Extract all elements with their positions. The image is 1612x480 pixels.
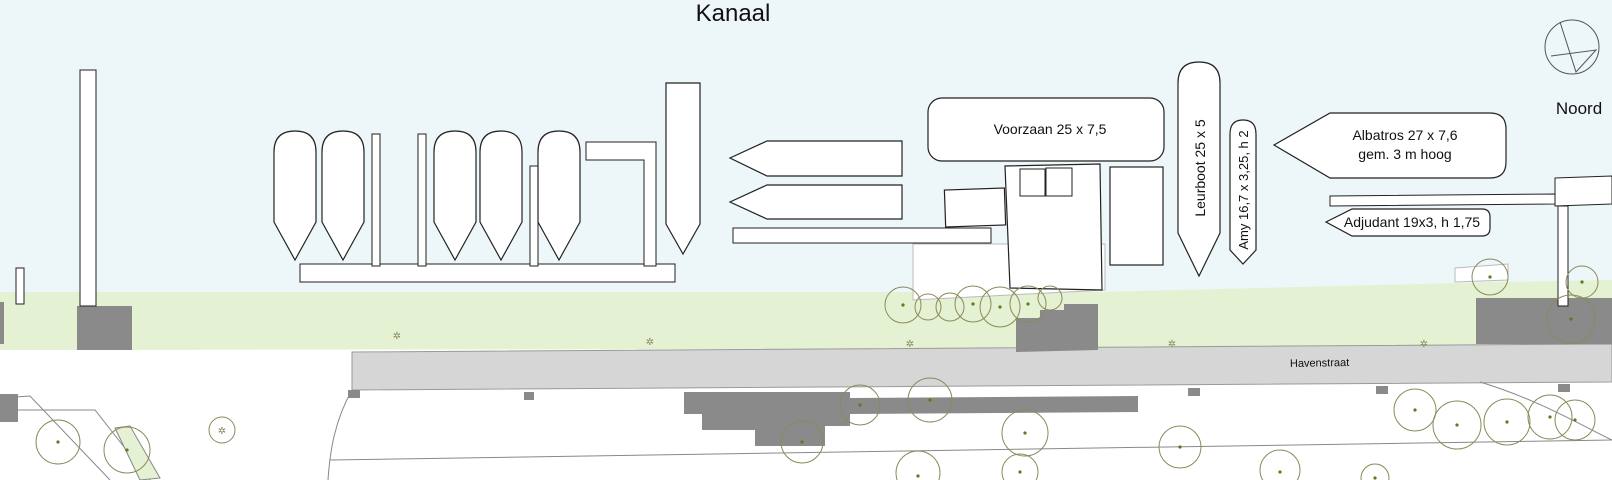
canal-title: Kanaal (696, 0, 771, 27)
quay-box (943, 187, 1007, 228)
vessel-albatros (1272, 112, 1507, 179)
tree-dots (901, 302, 1030, 309)
north-arrow-icon (1544, 19, 1600, 75)
north-label: Noord (1556, 99, 1602, 118)
grass-strip (0, 280, 1612, 350)
building (348, 390, 360, 398)
building (0, 302, 4, 344)
street-name: Havenstraat (1290, 357, 1350, 370)
vessel-leurboot-label: Leurboot 25 x 5 (1192, 119, 1208, 217)
svg-text:✲: ✲ (393, 331, 401, 342)
moored-boat (433, 130, 477, 262)
vessel-voorzaan (927, 97, 1165, 162)
jetty-pole (1557, 205, 1569, 307)
building (1476, 298, 1612, 344)
jetty-finger (529, 165, 539, 267)
lamp-markers: ✲ ✲ ✲ ✲ ✲ ✲ (218, 331, 1428, 437)
quay-window (1019, 168, 1046, 197)
road-edge-line (1479, 381, 1612, 441)
moored-boat-horizontal (728, 184, 903, 220)
building (1376, 386, 1388, 394)
jetty-pole (15, 267, 25, 305)
building (0, 394, 18, 422)
moored-boat (479, 130, 523, 262)
building (1188, 388, 1200, 396)
vessel-amy-label: Amy 16,7 x 3,25, h 2 (1236, 130, 1251, 249)
building (1558, 384, 1570, 392)
moored-boat (537, 130, 581, 262)
svg-text:✲: ✲ (218, 426, 226, 437)
havenstraat-road (351, 343, 1612, 391)
trees (35, 258, 1599, 480)
tree-dots (56, 275, 1584, 480)
vessel-adjudant-label: Adjudant 19x3, h 1,75 (1344, 214, 1480, 230)
svg-text:✲: ✲ (646, 337, 654, 348)
jetty-pier (1554, 175, 1612, 207)
moored-boat-vertical (665, 82, 701, 256)
quay-window (1045, 167, 1073, 197)
svg-text:✲: ✲ (1420, 339, 1428, 350)
jetty-pier (299, 263, 676, 283)
jetty-finger (371, 133, 381, 267)
road-edge-line (329, 439, 1612, 461)
vessel-albatros-label: Albatros 27 x 7,6 (1352, 127, 1457, 143)
road-edge-line (327, 389, 353, 480)
jetty-pole (79, 69, 97, 307)
jetty-l-shape (585, 141, 657, 267)
building (684, 392, 1138, 446)
jetty-finger (417, 133, 427, 267)
building (1016, 304, 1098, 352)
vessel-amy (1229, 119, 1257, 265)
vessel-albatros-label-height: gem. 3 m hoog (1358, 146, 1451, 162)
vessel-leurboot (1177, 61, 1221, 278)
moored-boat-horizontal (728, 140, 903, 177)
svg-text:✲: ✲ (906, 339, 914, 350)
moored-boat (321, 130, 365, 262)
quay-box (1109, 166, 1164, 266)
moored-boat (273, 130, 317, 262)
jetty-pier (732, 227, 992, 244)
svg-text:✲: ✲ (1168, 339, 1176, 350)
tree-cluster (884, 285, 1063, 328)
building (77, 306, 132, 350)
vessel-voorzaan-label: Voorzaan 25 x 7,5 (994, 121, 1107, 137)
vessel-adjudant (1324, 208, 1491, 237)
jetty-pier (1329, 193, 1556, 207)
building (524, 392, 534, 400)
